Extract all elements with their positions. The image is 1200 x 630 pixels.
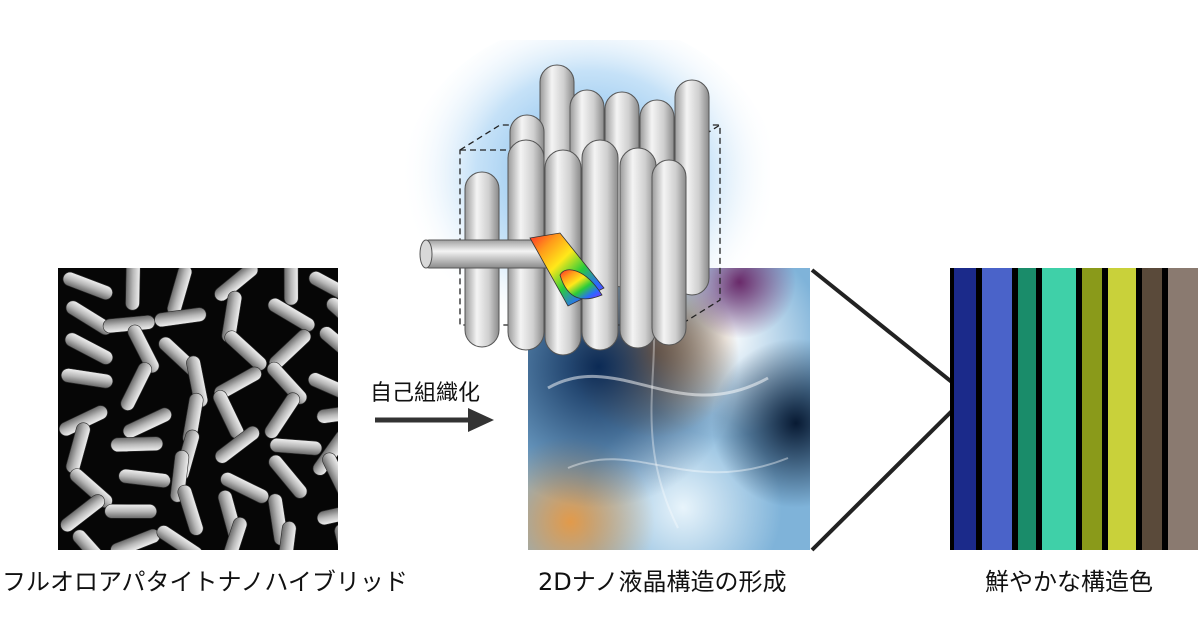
sem-image-nanorods <box>58 268 338 550</box>
nanorod-texture <box>58 268 338 550</box>
structural-color-photo <box>950 268 1198 550</box>
color-stripe <box>982 268 1012 550</box>
nanorod <box>264 392 301 439</box>
nanorod <box>122 407 172 439</box>
nanorod <box>224 330 267 371</box>
nanorod <box>214 425 260 464</box>
nanorod <box>72 529 113 550</box>
nanorod <box>308 372 338 403</box>
nanorod <box>220 472 269 504</box>
nanorod <box>120 362 153 411</box>
nanorod-cluster-icon <box>390 20 780 370</box>
nanorod <box>62 271 113 300</box>
rainbow-prism-icon <box>529 232 605 307</box>
color-stripe <box>1108 268 1136 550</box>
middle-caption: 2Dナノ液晶構造の形成 <box>538 568 787 596</box>
nanorod <box>60 368 114 389</box>
nanorod <box>268 454 308 499</box>
nanorod <box>110 436 164 453</box>
color-stripe <box>1142 268 1162 550</box>
nanorod <box>177 484 204 536</box>
right-caption: 鮮やかな構造色 <box>985 568 1153 596</box>
nanorod <box>326 297 338 338</box>
color-stripe <box>1168 268 1198 550</box>
nanorod <box>319 326 338 366</box>
nanorod <box>154 307 207 328</box>
nanorod <box>64 332 114 365</box>
nanorod <box>316 502 338 526</box>
nanorod <box>308 271 338 304</box>
nanorod <box>267 297 316 332</box>
color-stripe <box>1082 268 1102 550</box>
nanorod <box>283 268 299 306</box>
color-stripe <box>954 268 976 550</box>
cylinder-rod <box>581 139 619 351</box>
color-stripe <box>1018 268 1036 550</box>
nanorod <box>156 525 203 550</box>
nanorod <box>104 503 158 519</box>
zoom-lines <box>800 260 970 560</box>
nanorod <box>277 521 297 550</box>
cylinder-rod <box>651 159 687 346</box>
nanorod <box>127 324 160 374</box>
nanorod <box>60 494 105 533</box>
color-stripe <box>1042 268 1076 550</box>
nanorod <box>316 403 338 424</box>
arrow-label: 自己組織化 <box>370 381 481 406</box>
nanorod <box>118 468 171 488</box>
left-caption: フルオロアパタイトナノハイブリッド <box>2 568 408 596</box>
nanorod <box>214 268 259 302</box>
nanorod <box>220 517 248 550</box>
cylinder-rod <box>619 147 657 349</box>
self-assembly-arrow: 自己組織化 <box>370 375 500 435</box>
nanorod <box>125 268 141 311</box>
nanorod <box>269 437 323 456</box>
nanorod <box>322 452 338 502</box>
